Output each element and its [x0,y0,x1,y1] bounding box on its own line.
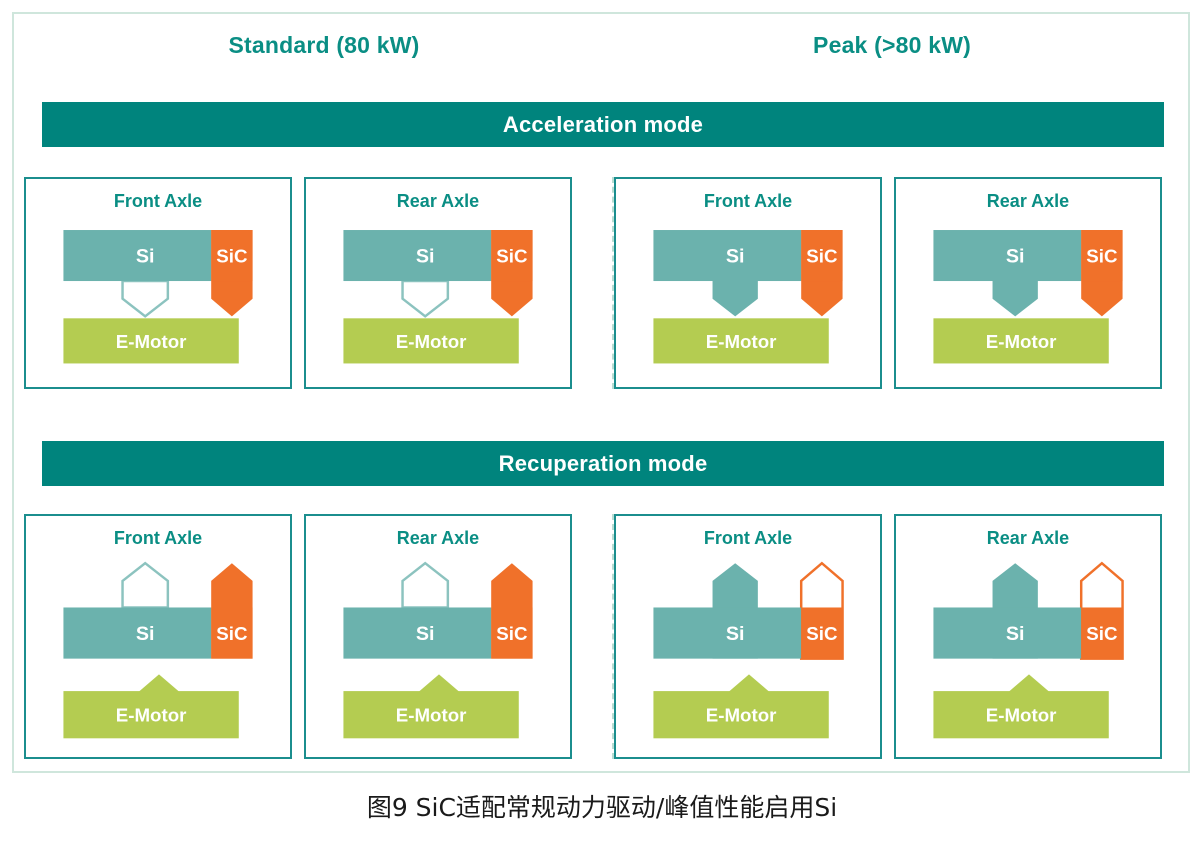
axle-diagram: Si SiC E-Motor [653,561,844,739]
emotor-label: E-Motor [986,705,1057,726]
si-arrow-filled-down [992,281,1038,317]
sic-block [211,230,253,282]
si-block [653,607,802,659]
si-arrow-filled-down [712,281,758,317]
si-arrow-hollow-down [401,279,450,318]
panel-stage: Si SiC E-Motor [616,516,880,757]
si-label: Si [726,245,745,267]
mode-bar-recuperation: Recuperation mode [42,441,1164,486]
mode-bar-acceleration: Acceleration mode [42,102,1164,147]
sic-label: SiC [806,245,837,266]
sic-label: SiC [1086,245,1117,266]
emotor-label: E-Motor [986,331,1057,352]
si-block [343,607,492,659]
axle-diagram: Si SiC E-Motor [63,230,253,364]
sic-label: SiC [806,623,837,644]
panel-stage: Si SiC E-Motor [896,516,1160,757]
axle-diagram: Si SiC E-Motor [343,561,533,739]
column-divider-acceleration [612,177,614,389]
axle-diagram: Si SiC E-Motor [933,230,1123,364]
sic-label: SiC [496,245,527,266]
sic-block [801,230,843,282]
emotor-block [343,318,519,364]
sic-label: SiC [216,623,247,644]
si-label: Si [1006,623,1025,645]
column-title-standard: Standard (80 kW) [228,32,420,58]
emotor-block [343,691,519,739]
emotor-block [63,691,239,739]
panel-acceleration-standard-front-axle: Front Axle Si SiC E-Motor [24,177,292,389]
panel-title: Rear Axle [986,191,1070,211]
column-divider-recuperation [612,514,614,759]
sic-block [1081,607,1123,659]
sic-block [491,230,533,282]
si-block [653,230,802,282]
panel-recuperation-peak-rear-axle: Rear Axle Si SiC E-Motor [894,514,1162,759]
panel-acceleration-peak-rear-axle: Rear Axle Si SiC E-Motor [894,177,1162,389]
panel-stage: Si SiC E-Motor [26,516,290,757]
sic-block [211,607,253,659]
emotor-block [933,318,1109,364]
panel-acceleration-standard-rear-axle: Rear Axle Si SiC E-Motor [304,177,572,389]
si-block [63,230,212,282]
panel-title: Front Axle [113,528,203,548]
si-label: Si [416,245,435,267]
mode-bar-recuperation-label: Recuperation mode [498,450,708,476]
si-label: Si [136,623,155,645]
si-label: Si [136,245,155,267]
emotor-label: E-Motor [116,705,187,726]
emotor-label: E-Motor [396,705,467,726]
si-label: Si [1006,245,1025,267]
panel-title: Rear Axle [986,528,1070,548]
figure-caption: 图9 SiC适配常规动力驱动/峰值性能启用Si [366,793,838,822]
panel-title: Front Axle [703,528,793,548]
column-titles: Standard (80 kW) Peak (>80 kW) [14,32,1188,78]
sic-block [491,607,533,659]
emotor-label: E-Motor [396,331,467,352]
panel-title: Front Axle [703,191,793,211]
axle-diagram: Si SiC E-Motor [343,230,533,364]
figure-frame: Standard (80 kW) Peak (>80 kW) Accelerat… [12,12,1190,773]
panel-title: Front Axle [113,191,203,211]
sic-label: SiC [1086,623,1117,644]
panel-title: Rear Axle [396,528,480,548]
mode-bar-acceleration-label: Acceleration mode [502,111,704,137]
si-block [933,607,1082,659]
si-block [933,230,1082,282]
panel-recuperation-standard-rear-axle: Rear Axle Si SiC E-Motor [304,514,572,759]
emotor-block [653,691,829,739]
emotor-block [63,318,239,364]
emotor-label: E-Motor [706,331,777,352]
sic-label: SiC [216,245,247,266]
sic-label: SiC [496,623,527,644]
axle-diagram: Si SiC E-Motor [653,230,843,364]
emotor-block [653,318,829,364]
sic-block [801,607,843,659]
si-block [343,230,492,282]
panel-stage: Si SiC E-Motor [26,179,290,387]
panel-recuperation-peak-front-axle: Front Axle Si SiC E-Motor [614,514,882,759]
axle-diagram: Si SiC E-Motor [933,561,1124,739]
emotor-block [933,691,1109,739]
panel-recuperation-standard-front-axle: Front Axle Si SiC E-Motor [24,514,292,759]
panel-stage: Si SiC E-Motor [306,516,570,757]
si-label: Si [726,623,745,645]
panel-stage: Si SiC E-Motor [306,179,570,387]
si-label: Si [416,623,435,645]
si-arrow-hollow-up [121,561,170,609]
emotor-label: E-Motor [706,705,777,726]
panel-acceleration-peak-front-axle: Front Axle Si SiC E-Motor [614,177,882,389]
column-title-peak: Peak (>80 kW) [813,32,971,58]
si-arrow-hollow-up [401,561,450,609]
panel-stage: Si SiC E-Motor [616,179,880,387]
axle-diagram: Si SiC E-Motor [63,561,253,739]
emotor-label: E-Motor [116,331,187,352]
si-arrow-hollow-down [121,279,170,318]
panel-title: Rear Axle [396,191,480,211]
si-block [63,607,212,659]
panel-stage: Si SiC E-Motor [896,179,1160,387]
sic-block [1081,230,1123,282]
